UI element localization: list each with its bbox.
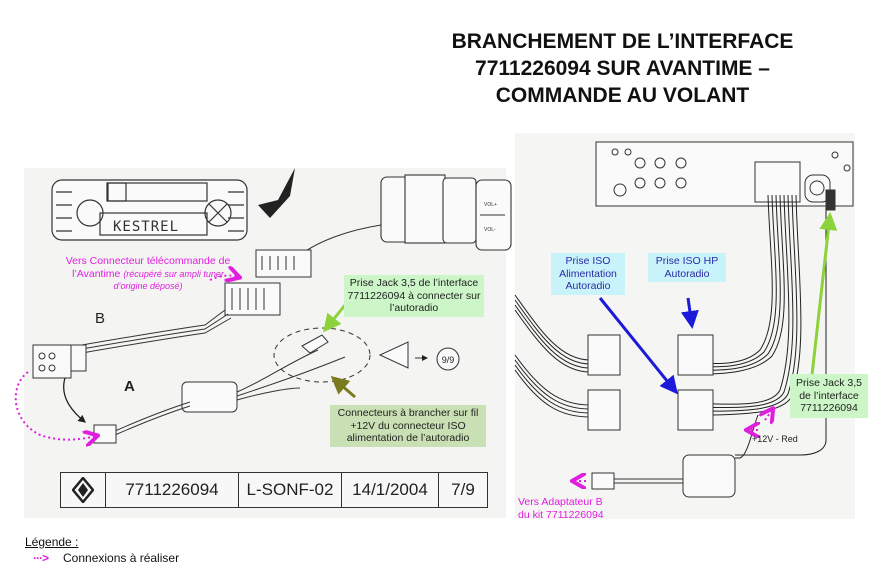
- black-pointer-arrow: [258, 168, 295, 218]
- remote-connector-note: (récupéré sur ampli tuner d’origine dépo…: [113, 268, 224, 292]
- remote-connection-arrow: [209, 276, 238, 280]
- 12v-connection-arrow-2: [765, 410, 772, 420]
- remote-connector-drawing: [224, 249, 312, 316]
- radio-display-text: KESTREL: [113, 219, 179, 235]
- document-code-cell: L-SONF-02: [238, 473, 341, 507]
- part-number-cell: 7711226094: [105, 473, 238, 507]
- cable-b-drawing: [32, 309, 232, 379]
- title-line-3: COMMANDE AU VOLANT: [495, 84, 750, 107]
- iso-hp-blue-arrow: [680, 297, 699, 329]
- cable-a-b-connection-arrow: [14, 371, 96, 440]
- black-curved-arrow: [63, 377, 87, 423]
- diagram-title: BRANCHEMENT DE L’INTERFACE 7711226094 SU…: [405, 28, 840, 109]
- title-line-1: BRANCHEMENT DE L’INTERFACE: [451, 30, 794, 53]
- 12v-red-label: +12V - Red: [752, 434, 798, 444]
- page-reference-label: 9/9: [442, 355, 455, 365]
- steering-remote-drawing: [299, 174, 512, 256]
- cable-a-drawing: [93, 327, 460, 444]
- date-cell: 14/1/2004: [341, 473, 438, 507]
- renault-logo-icon: [61, 473, 105, 507]
- jack-right-green-arrow: [810, 212, 838, 376]
- reference-table: 7711226094 L-SONF-02 14/1/2004 7/9: [60, 472, 488, 508]
- pink-dotted-arrow-icon: ···>: [33, 551, 49, 565]
- iso-power-label: Prise ISO Alimentation Autoradio: [551, 253, 625, 295]
- label-b: B: [95, 310, 106, 327]
- iso-connectors-drawing: [587, 334, 736, 498]
- vol-minus-label: VOL-: [484, 227, 496, 233]
- jack-green-arrow: [323, 304, 347, 333]
- iso-hp-label: Prise ISO HP Autoradio: [648, 253, 726, 282]
- connectors-olive-arrow: [330, 376, 356, 399]
- iso-power-blue-arrow: [598, 297, 678, 395]
- wire-harness-drawing: [514, 194, 827, 459]
- radio-unit-drawing: [51, 179, 248, 241]
- jack-right-label: Prise Jack 3,5 de l’interface 7711226094: [790, 374, 868, 418]
- jack-label: Prise Jack 3,5 de l’interface 7711226094…: [344, 275, 484, 317]
- label-a: A: [124, 378, 135, 395]
- adapter-label: Vers Adaptateur B du kit 7711226094: [518, 496, 604, 521]
- legend-item-label: Connexions à réaliser: [63, 551, 180, 565]
- page-cell: 7/9: [438, 473, 487, 507]
- legend: Légende : ···> Connexions à réaliser: [25, 535, 179, 565]
- head-unit-rear-drawing: [595, 141, 854, 211]
- remote-connector-label: Vers Connecteur télécommande de l’Avanti…: [58, 255, 238, 293]
- connectors-label: Connecteurs à brancher sur fil +12V du c…: [330, 405, 486, 447]
- legend-item: ···> Connexions à réaliser: [25, 551, 179, 565]
- title-line-2: 7711226094 SUR AVANTIME –: [475, 57, 770, 80]
- remote-connector-text: Vers Connecteur télécommande de l’Avanti…: [65, 255, 231, 280]
- vol-plus-label: VOL+: [484, 202, 497, 208]
- legend-title: Légende :: [25, 535, 79, 549]
